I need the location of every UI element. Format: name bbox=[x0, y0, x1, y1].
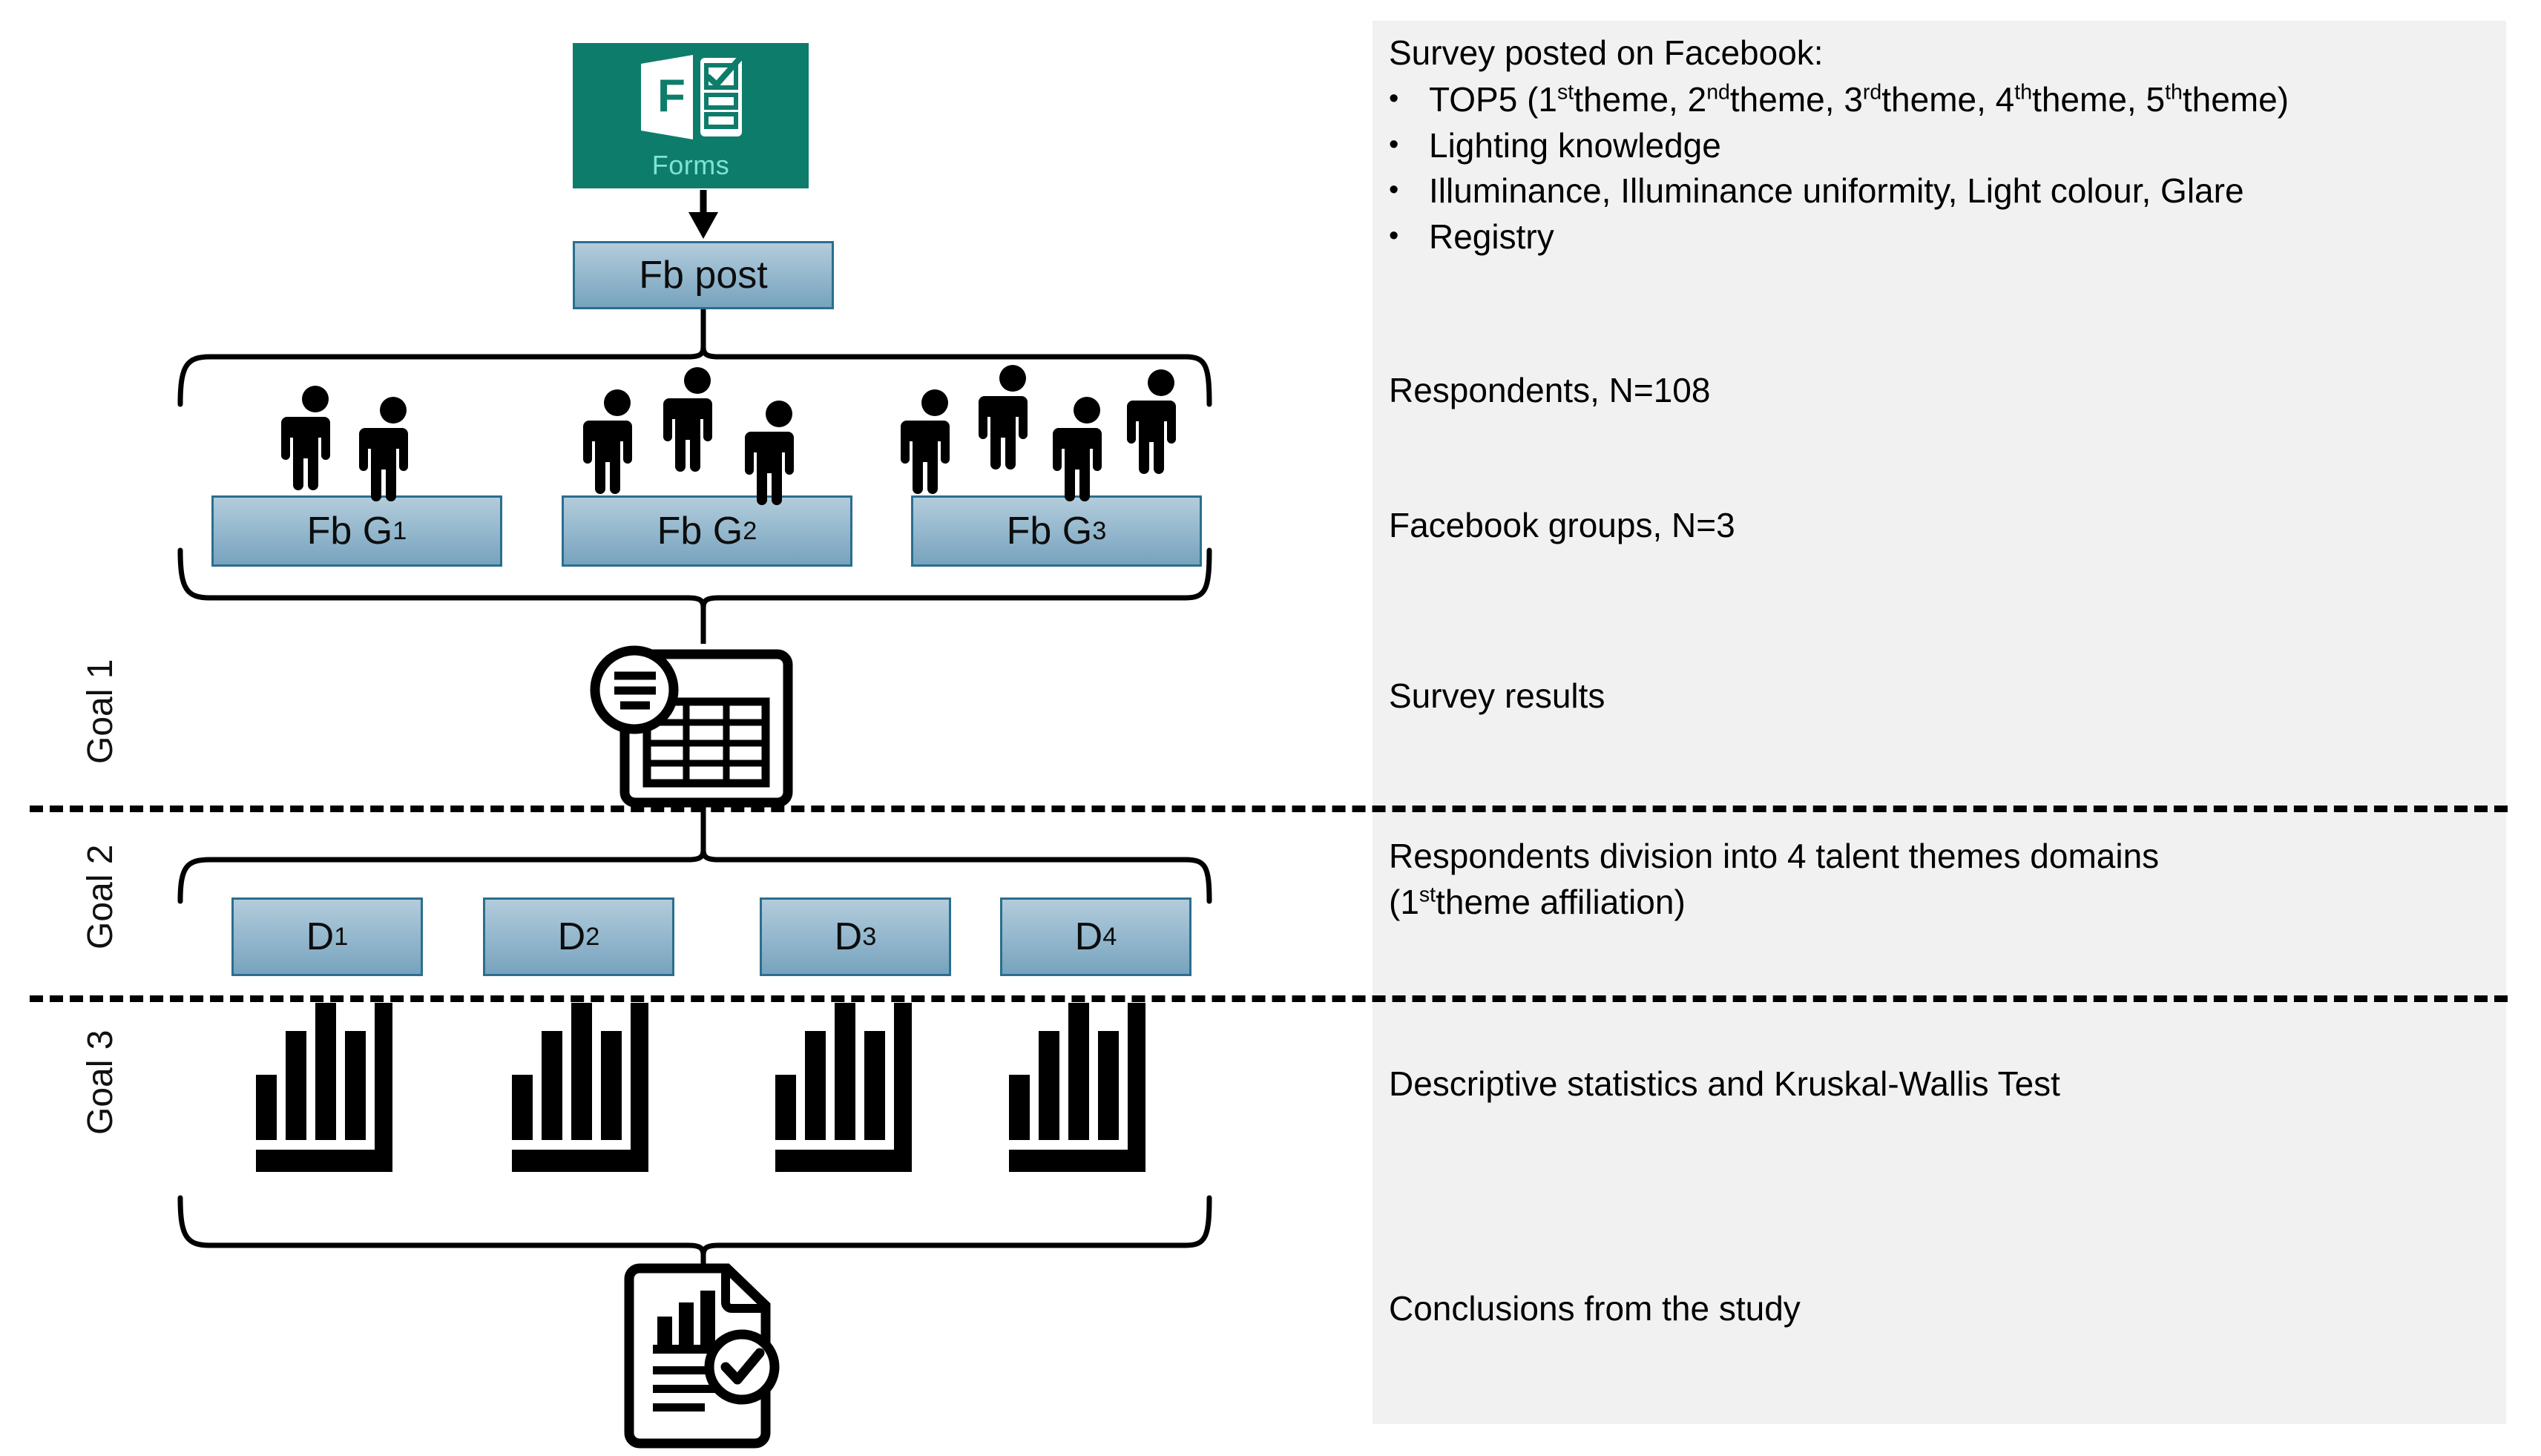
bar-chart-icon-2 bbox=[512, 1003, 648, 1172]
goal-label-1: Goal 1 bbox=[81, 659, 120, 764]
info-heading: Survey posted on Facebook: bbox=[1389, 33, 1824, 72]
bullet-icon: • bbox=[1389, 220, 1399, 251]
brace-groups-top bbox=[177, 346, 1212, 407]
info-conclusions: Conclusions from the study bbox=[1389, 1289, 1801, 1328]
node-d3-label: D bbox=[834, 915, 863, 958]
info-bullet-list: • TOP5 (1sttheme, 2ndtheme, 3rdtheme, 4t… bbox=[1389, 77, 2289, 260]
node-fb-post[interactable]: Fb post bbox=[573, 241, 834, 309]
info-facebook-groups: Facebook groups, N=3 bbox=[1389, 506, 1735, 544]
bullet-text-registry: Registry bbox=[1429, 217, 1554, 256]
list-item: • Registry bbox=[1389, 214, 2289, 260]
info-survey-results: Survey results bbox=[1389, 676, 1605, 715]
info-statistics: Descriptive statistics and Kruskal-Walli… bbox=[1389, 1064, 2060, 1103]
goal-label-2: Goal 2 bbox=[81, 844, 120, 949]
arrow-forms-to-fbpost bbox=[688, 190, 718, 239]
people-group-3 bbox=[901, 365, 1176, 501]
microsoft-forms-logo: F Forms bbox=[573, 43, 809, 188]
brace-statistics-bottom bbox=[177, 1195, 1212, 1256]
node-fbg3-label: Fb G bbox=[1006, 510, 1093, 553]
bullet-text-top5: TOP5 (1sttheme, 2ndtheme, 3rdtheme, 4tht… bbox=[1429, 80, 2289, 119]
bullet-text-illuminance: Illuminance, Illuminance uniformity, Lig… bbox=[1429, 171, 2244, 211]
node-fbg1-label: Fb G bbox=[306, 510, 393, 553]
forms-logo-caption: Forms bbox=[651, 150, 730, 180]
node-d4-label: D bbox=[1074, 915, 1103, 958]
people-group-1 bbox=[281, 386, 408, 501]
bullet-text-lighting: Lighting knowledge bbox=[1429, 125, 1721, 165]
list-item: • Lighting knowledge bbox=[1389, 123, 2289, 169]
bullet-icon: • bbox=[1389, 83, 1399, 114]
people-group-2 bbox=[583, 367, 794, 505]
spreadsheet-icon bbox=[590, 645, 793, 808]
goal-divider-2 bbox=[30, 995, 2508, 1002]
info-respondents: Respondents, N=108 bbox=[1389, 371, 1711, 409]
goal-divider-1 bbox=[30, 806, 2508, 812]
forms-icon: F bbox=[573, 53, 809, 141]
node-d2-label: D bbox=[557, 915, 586, 958]
node-d1-label: D bbox=[306, 915, 335, 958]
goal-label-3: Goal 3 bbox=[81, 1030, 120, 1135]
info-panel bbox=[1373, 21, 2506, 1424]
bullet-icon: • bbox=[1389, 174, 1399, 206]
list-item: • TOP5 (1sttheme, 2ndtheme, 3rdtheme, 4t… bbox=[1389, 77, 2289, 123]
info-division-line2: (1sttheme affiliation) bbox=[1389, 883, 1686, 921]
node-fbg2-label: Fb G bbox=[657, 510, 743, 553]
bar-chart-icon-1 bbox=[256, 1003, 392, 1172]
list-item: • Illuminance, Illuminance uniformity, L… bbox=[1389, 168, 2289, 214]
svg-text:F: F bbox=[657, 70, 686, 122]
brace-domains-top bbox=[177, 849, 1212, 904]
bar-chart-icon-3 bbox=[775, 1003, 912, 1172]
bullet-icon: • bbox=[1389, 128, 1399, 160]
node-fb-post-label: Fb post bbox=[639, 254, 768, 297]
bar-chart-icon-4 bbox=[1009, 1003, 1145, 1172]
info-division-line1: Respondents division into 4 talent theme… bbox=[1389, 837, 2160, 875]
report-document-check-icon bbox=[624, 1263, 780, 1449]
